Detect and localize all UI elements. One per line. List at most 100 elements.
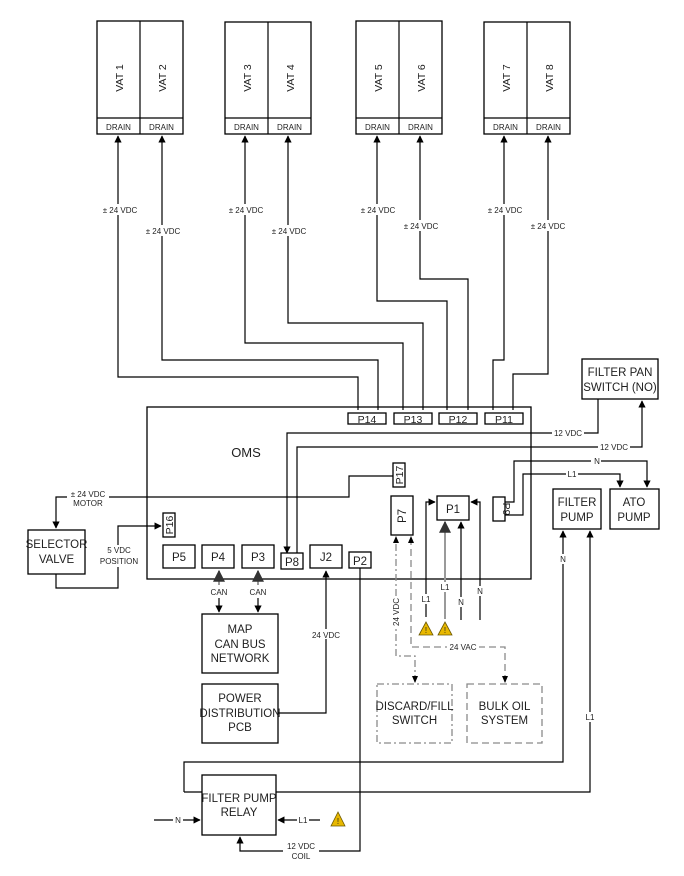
vat-3-drain: DRAIN xyxy=(234,123,259,132)
vat-5-label: VAT 5 xyxy=(373,64,385,92)
position-label-1: 5 VDC xyxy=(107,546,131,555)
map-can-bus-label-3: NETWORK xyxy=(211,653,270,665)
connector-j2 xyxy=(309,544,343,569)
motor-label-2: MOTOR xyxy=(73,499,103,508)
power-distribution-box xyxy=(201,683,279,744)
vat-group-3-4: VAT 3 VAT 4 DRAIN DRAIN xyxy=(224,21,312,135)
vat-7-label: VAT 7 xyxy=(501,64,513,92)
vat-3-label: VAT 3 xyxy=(242,64,254,92)
filter-pump-wires: N L1 xyxy=(183,530,596,793)
connector-p9-label: P9 xyxy=(500,503,512,516)
connector-p16-label: P16 xyxy=(164,516,176,535)
warning-icon: ! xyxy=(418,621,434,636)
ato-pump-wires: N L1 xyxy=(505,456,651,516)
oms-top-connectors: P14 P13 P12 P11 xyxy=(347,412,524,426)
selector-valve-label-1: SELECTOR xyxy=(26,539,88,551)
p1-l1-label-b: L1 xyxy=(441,583,450,592)
svg-text:!: ! xyxy=(444,626,446,635)
power-distribution-label-3: PCB xyxy=(228,722,252,734)
warning-icon: ! xyxy=(330,811,346,827)
filter-pan-switch-wires: 12 VDC 12 VDC xyxy=(283,399,646,554)
vat-6-drain: DRAIN xyxy=(408,123,433,132)
p7-24vac-label: 24 VAC xyxy=(450,643,477,652)
connector-p4-label: P4 xyxy=(211,552,226,564)
power-distribution-label-2: DISTRIBUTION xyxy=(199,708,280,720)
vat-3-voltage: ± 24 VDC xyxy=(229,206,264,215)
oms-bottom-connectors: P5 P4 P3 P8 J2 P2 P7 P1 xyxy=(162,495,470,570)
filter-pump-label-2: PUMP xyxy=(560,512,594,524)
svg-text:!: ! xyxy=(425,626,427,635)
connector-p5-label: P5 xyxy=(172,552,186,564)
connector-p13-label: P13 xyxy=(404,414,423,426)
svg-text:!: ! xyxy=(337,817,339,826)
bulk-oil-system-label-1: BULK OIL xyxy=(479,701,531,713)
connector-p17 xyxy=(392,462,406,488)
vat-group-1-2: VAT 1 VAT 2 DRAIN DRAIN xyxy=(96,20,184,135)
discard-fill-switch-label-2: SWITCH xyxy=(392,715,437,727)
connector-p5 xyxy=(162,544,196,569)
warning-icon: ! xyxy=(437,621,453,636)
vat-8-voltage: ± 24 VDC xyxy=(531,222,566,231)
vat-1-label: VAT 1 xyxy=(114,64,126,92)
fps-12vdc-label-b: 12 VDC xyxy=(600,443,628,452)
vat-5-drain: DRAIN xyxy=(365,123,390,132)
connector-p13 xyxy=(393,412,433,425)
vat-7-voltage: ± 24 VDC xyxy=(488,206,523,215)
vat-2-drain: DRAIN xyxy=(149,123,174,132)
can-wires: CAN CAN xyxy=(211,569,267,613)
pdb-24vdc-label: 24 VDC xyxy=(312,631,340,640)
connector-p1-label: P1 xyxy=(446,504,460,516)
discard-fill-switch-label-1: DISCARD/FILL xyxy=(376,701,455,713)
power-distribution-label-1: POWER xyxy=(218,693,261,705)
connector-p3-label: P3 xyxy=(251,552,265,564)
vat-7-drain: DRAIN xyxy=(493,123,518,132)
position-label-2: POSITION xyxy=(100,557,138,566)
relay-inputs: N L1 xyxy=(154,815,320,825)
vat-drain-wires xyxy=(114,135,552,410)
selector-valve-box xyxy=(27,529,86,575)
vat-5-voltage: ± 24 VDC xyxy=(361,206,396,215)
ato-l1-label: L1 xyxy=(568,470,577,479)
connector-p7-label: P7 xyxy=(397,509,409,523)
p1-wires: L1 L1 N N xyxy=(420,498,485,620)
p1-n-label-a: N xyxy=(458,598,464,607)
vat-voltage-labels: ± 24 VDC ± 24 VDC ± 24 VDC ± 24 VDC ± 24… xyxy=(100,204,568,236)
p7-24vdc-label: 24 VDC xyxy=(392,598,401,626)
selector-valve-label-2: VALVE xyxy=(39,554,75,566)
p1-l1-label-a: L1 xyxy=(422,595,431,604)
vat-2-voltage: ± 24 VDC xyxy=(146,227,181,236)
bulk-oil-system-label-2: SYSTEM xyxy=(481,715,528,727)
power-distribution-wire: 24 VDC xyxy=(278,570,343,714)
vat-4-drain: DRAIN xyxy=(277,123,302,132)
bulk-oil-system-box xyxy=(466,683,543,744)
filter-pump-relay-label-1: FILTER PUMP xyxy=(201,793,277,805)
map-can-bus-label-2: CAN BUS xyxy=(214,639,265,651)
vat-1-voltage: ± 24 VDC xyxy=(103,206,138,215)
vat-group-5-6: VAT 5 VAT 6 DRAIN DRAIN xyxy=(355,20,443,135)
filter-pump-relay-box xyxy=(201,774,277,836)
relay-coil-label-1: 12 VDC xyxy=(287,842,315,851)
filter-pan-switch-box xyxy=(581,358,659,400)
oms-title: OMS xyxy=(231,445,261,460)
relay-coil-wire: 12 VDC COIL xyxy=(236,568,361,862)
fps-12vdc-label-a: 12 VDC xyxy=(554,429,582,438)
selector-valve-wires: ± 24 VDC MOTOR 5 VDC POSITION xyxy=(52,475,393,589)
connector-p8 xyxy=(280,552,304,570)
connector-p4 xyxy=(201,544,235,569)
vat-group-7-8: VAT 7 VAT 8 DRAIN DRAIN xyxy=(483,21,571,135)
relay-l1-label: L1 xyxy=(299,816,308,825)
vat-2-label: VAT 2 xyxy=(157,64,169,92)
motor-label-1: ± 24 VDC xyxy=(71,490,106,499)
p7-dashed-wires: 24 VDC 24 VAC xyxy=(390,536,508,683)
filter-pump-l1-label: L1 xyxy=(586,713,595,722)
connector-p14 xyxy=(347,412,387,425)
vat-6-label: VAT 6 xyxy=(416,64,428,92)
connector-p11-label: P11 xyxy=(495,414,513,426)
oms-board xyxy=(146,406,532,580)
connector-p12 xyxy=(438,412,478,425)
vat-4-label: VAT 4 xyxy=(285,64,297,92)
ato-pump-label-2: PUMP xyxy=(617,512,651,524)
ato-n-label: N xyxy=(594,457,600,466)
connector-p8-label: P8 xyxy=(285,557,299,569)
